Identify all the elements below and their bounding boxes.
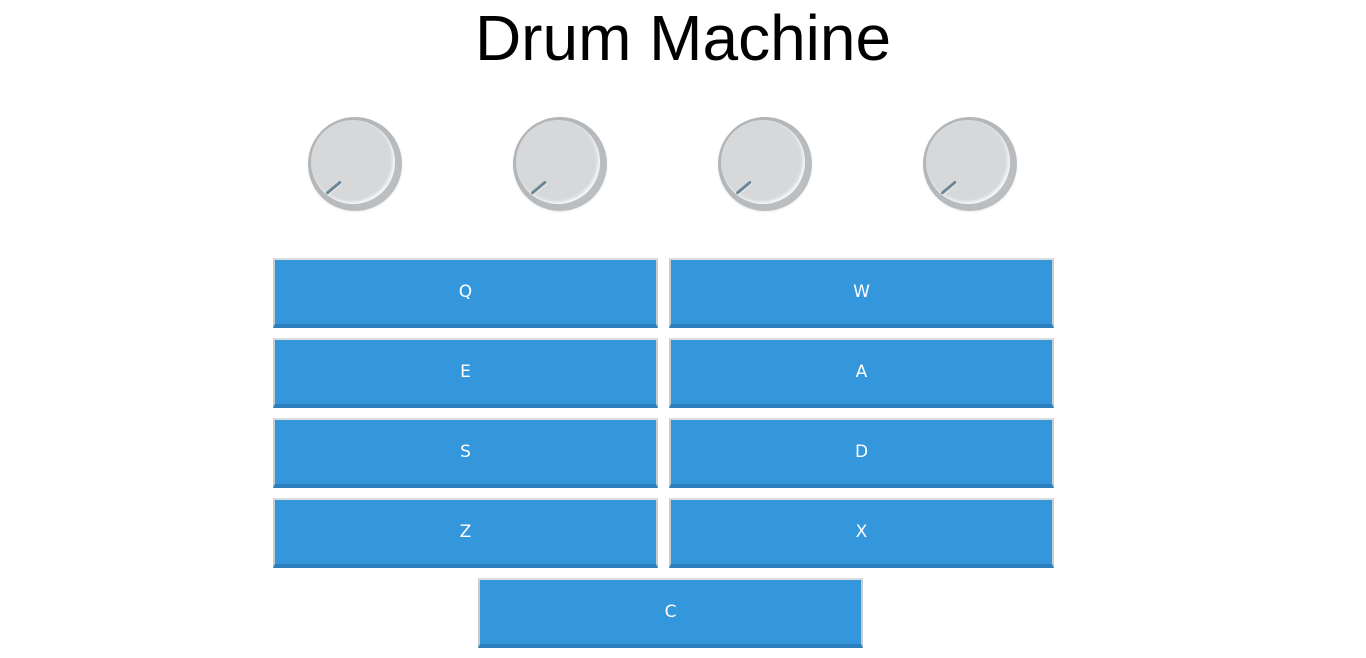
drum-pad-q[interactable]: Q bbox=[273, 258, 658, 328]
knob-face bbox=[926, 120, 1010, 204]
knob-face bbox=[311, 120, 395, 204]
knob-3[interactable] bbox=[718, 117, 812, 211]
page-title: Drum Machine bbox=[474, 2, 892, 74]
knob-4[interactable] bbox=[923, 117, 1017, 211]
drum-pad-s[interactable]: S bbox=[273, 418, 658, 488]
knob-2[interactable] bbox=[513, 117, 607, 211]
drum-pad-x[interactable]: X bbox=[669, 498, 1054, 568]
knob-1[interactable] bbox=[308, 117, 402, 211]
knob-face bbox=[721, 120, 805, 204]
knob-face bbox=[516, 120, 600, 204]
drum-pad-a[interactable]: A bbox=[669, 338, 1054, 408]
drum-pad-w[interactable]: W bbox=[669, 258, 1054, 328]
drum-pad-e[interactable]: E bbox=[273, 338, 658, 408]
drum-pad-d[interactable]: D bbox=[669, 418, 1054, 488]
drum-pad-z[interactable]: Z bbox=[273, 498, 658, 568]
drum-pad-c[interactable]: C bbox=[478, 578, 863, 648]
